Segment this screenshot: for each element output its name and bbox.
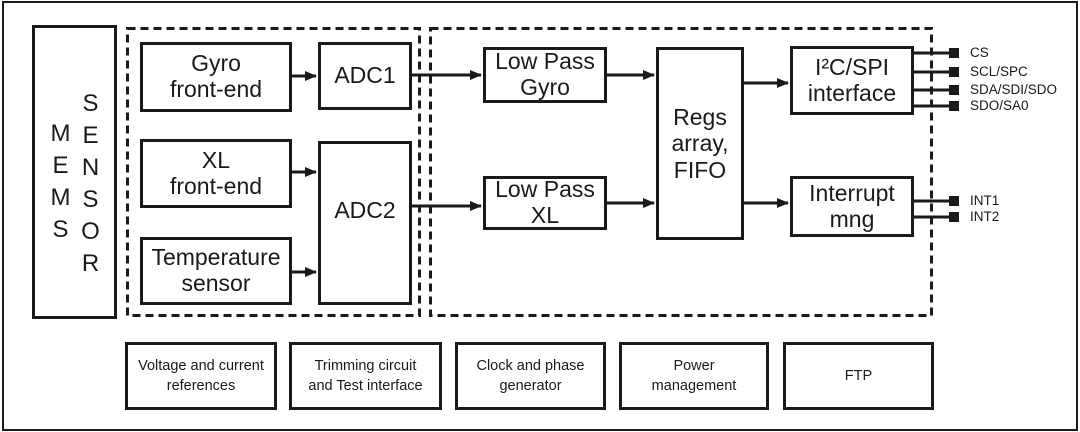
pin-label-cs: CS — [970, 45, 989, 60]
clock-phase-generator-label: Clock and phase generator — [476, 357, 585, 394]
gyro-front-end-block: Gyro front-end — [140, 42, 292, 112]
low-pass-xl-label: Low Pass XL — [495, 176, 595, 228]
ftp-label: FTP — [844, 367, 873, 384]
regs-array-fifo-block: Regs array, FIFO — [656, 47, 744, 240]
xl-front-end-label: XL front-end — [169, 146, 263, 199]
interrupt-mng-block: Interrupt mng — [790, 176, 914, 237]
mems-sensor-block: MEMS SENSOR — [32, 25, 117, 319]
voltage-current-references-label: Voltage and current references — [138, 357, 264, 394]
power-management-block: Power management — [619, 342, 769, 410]
pin-label-int1: INT1 — [970, 193, 1000, 208]
trimming-test-interface-block: Trimming circuit and Test interface — [289, 342, 442, 410]
temperature-sensor-label: Temperature sensor — [151, 244, 281, 296]
gyro-front-end-label: Gyro front-end — [169, 50, 263, 102]
clock-phase-generator-block: Clock and phase generator — [455, 342, 606, 410]
pin-label-sdo-sa0: SDO/SA0 — [970, 98, 1029, 113]
trimming-test-interface-label: Trimming circuit and Test interface — [308, 357, 423, 394]
low-pass-gyro-block: Low Pass Gyro — [483, 47, 607, 103]
i2c-spi-interface-label: I²C/SPI interface — [807, 53, 897, 106]
adc2-block: ADC2 — [318, 141, 412, 305]
regs-array-fifo-label: Regs array, FIFO — [671, 103, 729, 183]
mems-vertical-word: MEMS — [47, 120, 74, 248]
ftp-block: FTP — [783, 342, 934, 410]
pin-label-int2: INT2 — [970, 209, 1000, 224]
interrupt-mng-label: Interrupt mng — [809, 179, 895, 232]
adc1-block: ADC1 — [318, 42, 412, 110]
power-management-label: Power management — [651, 357, 737, 394]
temperature-sensor-block: Temperature sensor — [140, 237, 292, 305]
low-pass-gyro-label: Low Pass Gyro — [495, 48, 595, 100]
pin-label-sda-sdi-sdo: SDA/SDI/SDO — [970, 82, 1058, 97]
voltage-current-references-block: Voltage and current references — [125, 342, 277, 410]
pin-label-scl-spc: SCL/SPC — [970, 64, 1028, 79]
i2c-spi-interface-block: I²C/SPI interface — [790, 46, 914, 115]
adc2-label: ADC2 — [334, 197, 396, 224]
xl-front-end-block: XL front-end — [140, 139, 292, 208]
sensor-vertical-word: SENSOR — [77, 90, 104, 282]
adc1-label: ADC1 — [334, 62, 396, 89]
low-pass-xl-block: Low Pass XL — [483, 176, 607, 230]
